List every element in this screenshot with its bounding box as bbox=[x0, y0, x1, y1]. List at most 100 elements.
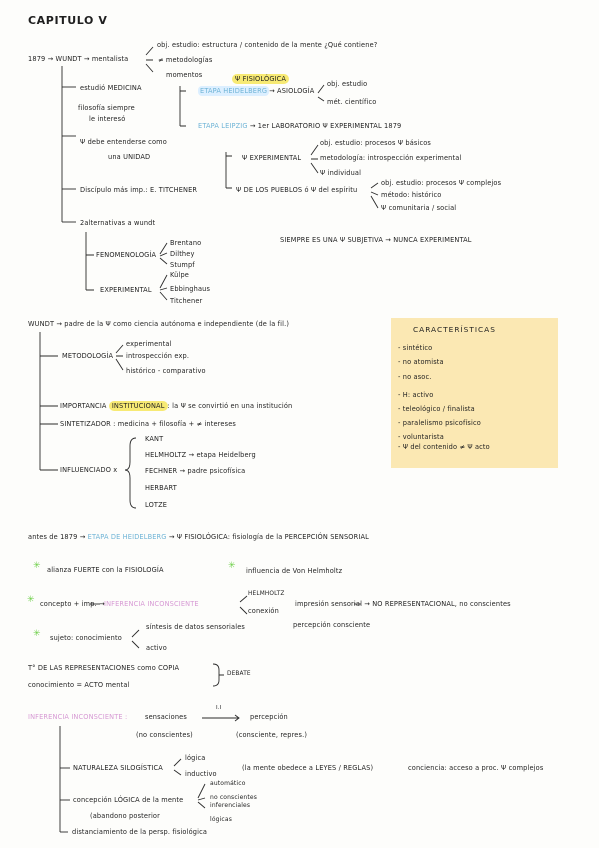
no-conscientes-2: no conscientes bbox=[210, 794, 258, 801]
conexion: conexión bbox=[248, 607, 279, 615]
obj-procesos-basicos: obj. estudio: procesos Ψ básicos bbox=[320, 139, 432, 147]
la-mente-obedece: (la mente obedece a LEYES / REGLAS) bbox=[242, 764, 374, 772]
alianza: alianza FUERTE con la FISIOLOGÍA bbox=[47, 566, 164, 574]
logica: lógica bbox=[185, 754, 206, 762]
estudio-medicina: estudió MEDICINA bbox=[80, 84, 142, 92]
caracteristica-item: - no asoc. bbox=[398, 373, 432, 381]
metodologias: ≠ metodologías bbox=[158, 56, 213, 64]
conciencia-acceso: conciencia: acceso a proc. Ψ complejos bbox=[408, 764, 544, 772]
etapa-leipzig: ETAPA LEIPZIG bbox=[198, 122, 248, 130]
antes-1879-row: antes de 1879 → ETAPA DE HEIDELBERG → Ψ … bbox=[28, 534, 369, 541]
discipulo: Discípulo más imp.: E. TITCHENER bbox=[80, 186, 198, 194]
asiologia: → ASIOLOGÍA bbox=[269, 87, 315, 95]
psi-comunitaria: Ψ comunitaria / social bbox=[381, 204, 457, 212]
historico-comparativo: histórico - comparativo bbox=[126, 367, 206, 375]
antes-1879: antes de 1879 → bbox=[28, 533, 86, 541]
obj-estudio-small: obj. estudio bbox=[327, 80, 368, 88]
star-bullet-icon: ✳ bbox=[228, 561, 236, 571]
activo: activo bbox=[146, 644, 167, 652]
percepcion-consciente: percepción consciente bbox=[293, 621, 371, 629]
etapa-heidelberg: ETAPA HEIDELBERG bbox=[198, 86, 270, 96]
experimental-branch: EXPERIMENTAL bbox=[100, 286, 152, 294]
caracteristicas-title: CARACTERÍSTICAS bbox=[413, 325, 496, 334]
year-wundt: 1879 → WUNDT → mentalista bbox=[28, 55, 129, 63]
consciente-repres: (consciente, repres.) bbox=[236, 731, 308, 739]
alternativas: 2alternativas a wundt bbox=[80, 219, 156, 227]
obj-procesos-complejos: obj. estudio: procesos Ψ complejos bbox=[381, 179, 502, 187]
etapa-heidelberg-2: ETAPA DE HEIDELBERG bbox=[87, 533, 167, 541]
ebbinghaus: Ebbinghaus bbox=[170, 285, 211, 293]
caracteristicas-box: CARACTERÍSTICAS - sintético - no atomist… bbox=[391, 318, 558, 468]
influenciado: INFLUENCIADO x bbox=[60, 466, 118, 474]
page-title: CAPITULO V bbox=[28, 14, 108, 27]
metodologia: METODOLOGÍA bbox=[62, 352, 114, 360]
logicas: lógicas bbox=[210, 816, 232, 823]
automatico: automático bbox=[210, 780, 246, 787]
no-conscientes: (no conscientes) bbox=[136, 731, 193, 739]
abandono-posterior: (abandono posterior bbox=[90, 812, 160, 820]
etapa-heidelberg-row: ETAPA HEIDELBERG→ ASIOLOGÍA bbox=[198, 86, 315, 96]
star-bullet-icon: ✳ bbox=[33, 561, 41, 571]
distanciamiento: distanciamiento de la persp. fisiológica bbox=[72, 828, 208, 836]
concepto-imp: concepto + imp. → bbox=[40, 600, 105, 608]
etapa-leipzig-row: ETAPA LEIPZIG → 1er LABORATORIO Ψ EXPERI… bbox=[198, 123, 401, 130]
helmholtz: HELMHOLTZ → etapa Heidelberg bbox=[145, 451, 256, 459]
una-unidad: una UNIDAD bbox=[108, 153, 151, 161]
psi-debe: Ψ debe entenderse como bbox=[80, 138, 167, 146]
psi-individual: Ψ individual bbox=[320, 169, 362, 177]
concepcion-logica: concepción LÓGICA de la mente bbox=[73, 796, 184, 804]
debate: DEBATE bbox=[227, 671, 251, 677]
siempre-subjetiva: SIEMPRE ES UNA Ψ SUBJETIVA → NUNCA EXPER… bbox=[280, 236, 472, 244]
t-representaciones: T° DE LAS REPRESENTACIONES como COPIA bbox=[28, 664, 180, 672]
caracteristica-item: - voluntarista bbox=[398, 433, 444, 441]
importancia: IMPORTANCIA bbox=[60, 402, 107, 410]
naturaleza-silogistica: NATURALEZA SILOGÍSTICA bbox=[73, 764, 163, 772]
caracteristica-item: - no atomista bbox=[398, 358, 444, 366]
percepcion: percepción bbox=[250, 713, 288, 721]
fechner: FECHNER → padre psicofísica bbox=[145, 467, 246, 475]
inductivo: inductivo bbox=[185, 770, 217, 778]
kulpe: Külpe bbox=[170, 271, 189, 279]
star-bullet-icon: ✳ bbox=[27, 595, 35, 605]
primer-laboratorio: → 1er LABORATORIO Ψ EXPERIMENTAL 1879 bbox=[249, 122, 402, 130]
psi-pueblos: Ψ DE LOS PUEBLOS ó Ψ del espíritu bbox=[236, 186, 358, 194]
kant: KANT bbox=[145, 435, 164, 443]
sujeto-conocimiento: sujeto: conocimiento bbox=[50, 634, 122, 642]
ii-label: I.I bbox=[216, 705, 222, 711]
star-bullet-icon: ✳ bbox=[33, 629, 41, 639]
inferencia-inconsciente-2: INFERENCIA INCONSCIENTE : bbox=[28, 713, 128, 721]
importancia-row: IMPORTANCIA INSTITUCIONAL: la Ψ se convi… bbox=[60, 401, 293, 411]
psi-fisiologica-percepcion: → Ψ FISIOLÓGICA: fisiología de la PERCEP… bbox=[168, 533, 369, 541]
conocimiento-acto: conocimiento = ACTO mental bbox=[28, 681, 130, 689]
impresion-sensorial: impresión sensorial → NO REPRESENTACIONA… bbox=[295, 600, 511, 608]
sensaciones: sensaciones bbox=[145, 713, 187, 721]
brentano: Brentano bbox=[170, 239, 202, 247]
introspeccion: introspección exp. bbox=[126, 352, 190, 360]
sintesis-datos: síntesis de datos sensoriales bbox=[146, 623, 245, 631]
obj-estudio-estructura: obj. estudio: estructura / contenido de … bbox=[157, 41, 378, 49]
met-cientifico: mét. científico bbox=[327, 98, 377, 106]
filosofia-siempre: filosofía siempre bbox=[78, 104, 135, 112]
caracteristica-item: - Ψ del contenido ≠ Ψ acto bbox=[398, 443, 490, 451]
herbart: HERBART bbox=[145, 484, 177, 492]
caracteristica-item: - sintético bbox=[398, 344, 433, 352]
metodo-historico: método: histórico bbox=[381, 191, 442, 199]
caracteristica-item: - H: activo bbox=[398, 391, 434, 399]
psi-fisiologica-highlight: Ψ FISIOLÓGICA bbox=[232, 74, 290, 84]
fenomenologia: FENOMENOLOGÍA bbox=[96, 251, 157, 259]
inferencia-inconsciente: INFERENCIA INCONSCIENTE bbox=[104, 600, 199, 608]
lotze: LOTZE bbox=[145, 501, 168, 509]
titchener: Titchener bbox=[170, 297, 203, 305]
metodologia-introspeccion: metodología: introspección experimental bbox=[320, 154, 462, 162]
psi-fisiologica: Ψ FISIOLÓGICA bbox=[232, 74, 290, 84]
sintetizador: SINTETIZADOR : medicina + filosofía + ≠ … bbox=[60, 420, 236, 428]
helmholtz-small: HELMHOLTZ bbox=[248, 591, 285, 597]
momentos: momentos bbox=[166, 71, 203, 79]
caracteristica-item: - teleológico / finalista bbox=[398, 405, 475, 413]
wundt-padre: WUNDT → padre de la Ψ como ciencia autón… bbox=[28, 320, 290, 328]
importancia-rest: : la Ψ se convirtió en una institución bbox=[167, 402, 293, 410]
le-interesó: le interesó bbox=[89, 115, 126, 123]
dilthey: Dilthey bbox=[170, 250, 195, 258]
influencia-helmholtz: influencia de Von Helmholtz bbox=[246, 567, 343, 575]
